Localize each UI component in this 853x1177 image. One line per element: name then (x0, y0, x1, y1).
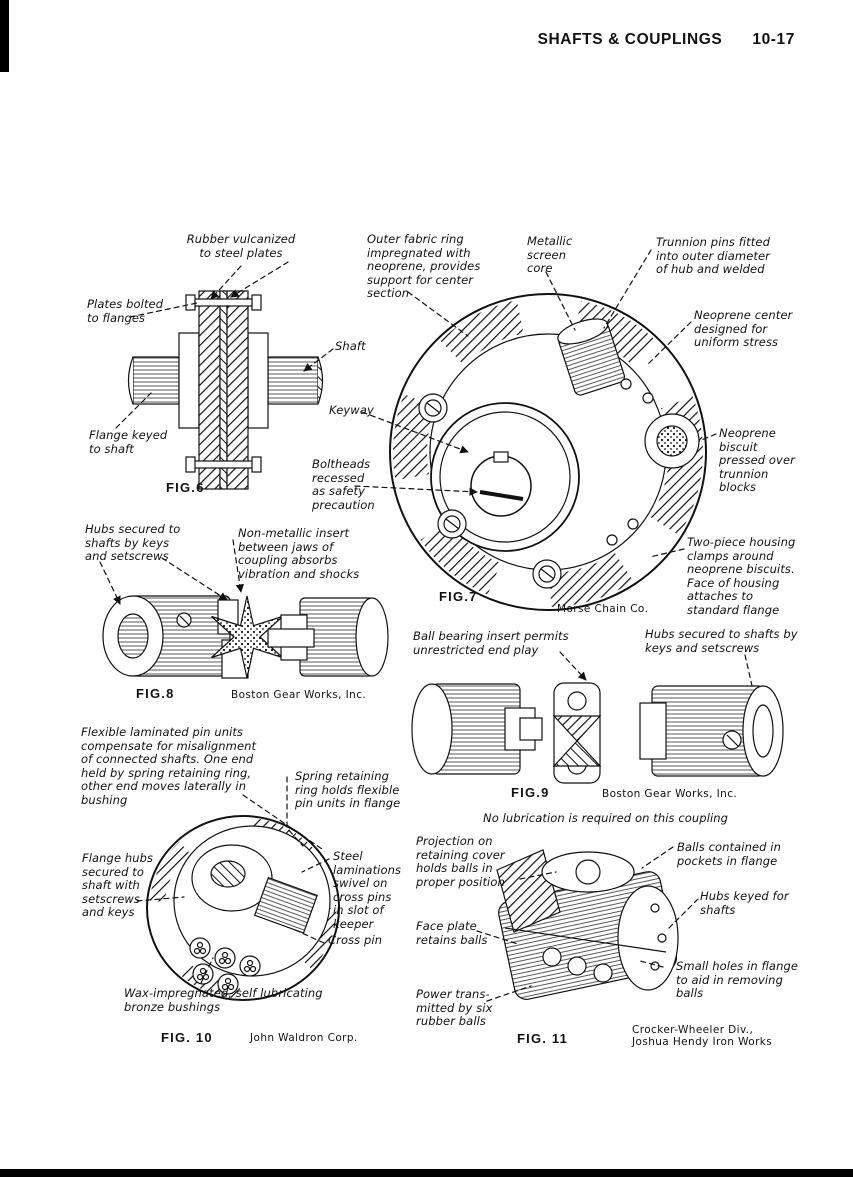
fig6-drawing (127, 290, 324, 490)
fig10-drawing (146, 815, 340, 1001)
header-title: SHAFTS & COUPLINGS (537, 31, 723, 48)
fig11-caption: FIG. 11 (517, 1031, 569, 1046)
fig11-label-projection: Projection on retaining cover holds ball… (416, 834, 505, 889)
fig6-caption: FIG.6 (166, 480, 205, 495)
fig10-label-cross-pin: Cross pin (328, 933, 383, 947)
fig8-caption: FIG.8 (136, 686, 175, 701)
fig11-label-small-holes: Small holes in flange to aid in removing… (676, 959, 799, 1001)
fig9-credit: Boston Gear Works, Inc. (602, 788, 738, 800)
fig7-drawing (389, 293, 707, 611)
leader-lines (99, 249, 754, 1002)
fig8-label-hubs-secured: Hubs secured to shafts by keys and setsc… (85, 522, 181, 564)
fig7-label-trunnion-pins: Trunnion pins fitted into outer diameter… (656, 235, 771, 277)
fig7-label-keyway: Keyway (329, 403, 374, 417)
fig9-drawing (411, 682, 784, 784)
fig7-label-metallic-screen-core: Metallic screen core (527, 234, 573, 276)
fig6-label-rubber-vulcanized: Rubber vulcanized to steel plates (186, 232, 296, 260)
fig10-label-flexible-pin-units: Flexible laminated pin units compensate … (81, 725, 257, 807)
page-header: SHAFTS & COUPLINGS 10-17 (0, 31, 795, 49)
fig11-drawing (496, 849, 679, 1000)
fig7-label-boltheads: Boltheads recessed as safety precaution (312, 457, 375, 512)
fig7-label-neoprene-center: Neoprene center designed for uniform str… (694, 308, 793, 350)
fig10-label-wax-impregnated: Wax-impregnated, self lubricating bronze… (124, 986, 323, 1014)
fig10-label-flange-hubs: Flange hubs secured to shaft with setscr… (82, 851, 154, 920)
fig8-label-nonmetallic-insert: Non-metallic insert between jaws of coup… (238, 526, 360, 581)
scan-artifact-top-left (0, 0, 9, 72)
fig11-note-no-lubrication: No lubrication is required on this coupl… (483, 811, 729, 825)
fig11-credit: Crocker-Wheeler Div., Joshua Hendy Iron … (632, 1024, 773, 1048)
fig9-label-hubs-secured: Hubs secured to shafts by keys and setsc… (645, 627, 798, 655)
fig11-label-face-plate: Face plate retains balls (416, 919, 488, 947)
fig10-credit: John Waldron Corp. (250, 1032, 358, 1044)
scan-artifact-bottom (0, 1169, 853, 1177)
fig7-label-neoprene-biscuit: Neoprene biscuit pressed over trunnion b… (719, 426, 795, 495)
fig7-label-two-piece-housing: Two-piece housing clamps around neoprene… (687, 535, 796, 617)
fig9-label-ball-bearing-insert: Ball bearing insert permits unrestricted… (413, 629, 569, 657)
fig9-caption: FIG.9 (511, 785, 550, 800)
page-number: 10-17 (752, 31, 795, 48)
fig11-label-hubs-keyed: Hubs keyed for shafts (700, 889, 789, 917)
fig6-label-flange-keyed: Flange keyed to shaft (89, 428, 168, 456)
fig11-label-power-transmitted: Power trans- mitted by six rubber balls (416, 987, 493, 1029)
fig6-label-shaft: Shaft (335, 339, 366, 353)
fig10-label-spring-retaining-ring: Spring retaining ring holds flexible pin… (295, 769, 401, 811)
fig11-label-balls-pockets: Balls contained in pockets in flange (677, 840, 781, 868)
fig7-credit: Morse Chain Co. (557, 603, 649, 615)
fig8-credit: Boston Gear Works, Inc. (231, 689, 367, 701)
fig10-label-steel-laminations: Steel laminations swivel on cross pins i… (333, 849, 402, 931)
fig7-caption: FIG.7 (439, 589, 478, 604)
fig8-drawing (102, 595, 389, 679)
fig7-label-outer-fabric-ring: Outer fabric ring impregnated with neopr… (367, 232, 481, 301)
fig6-label-plates-bolted: Plates bolted to flanges (87, 297, 164, 325)
fig10-caption: FIG. 10 (161, 1030, 213, 1045)
